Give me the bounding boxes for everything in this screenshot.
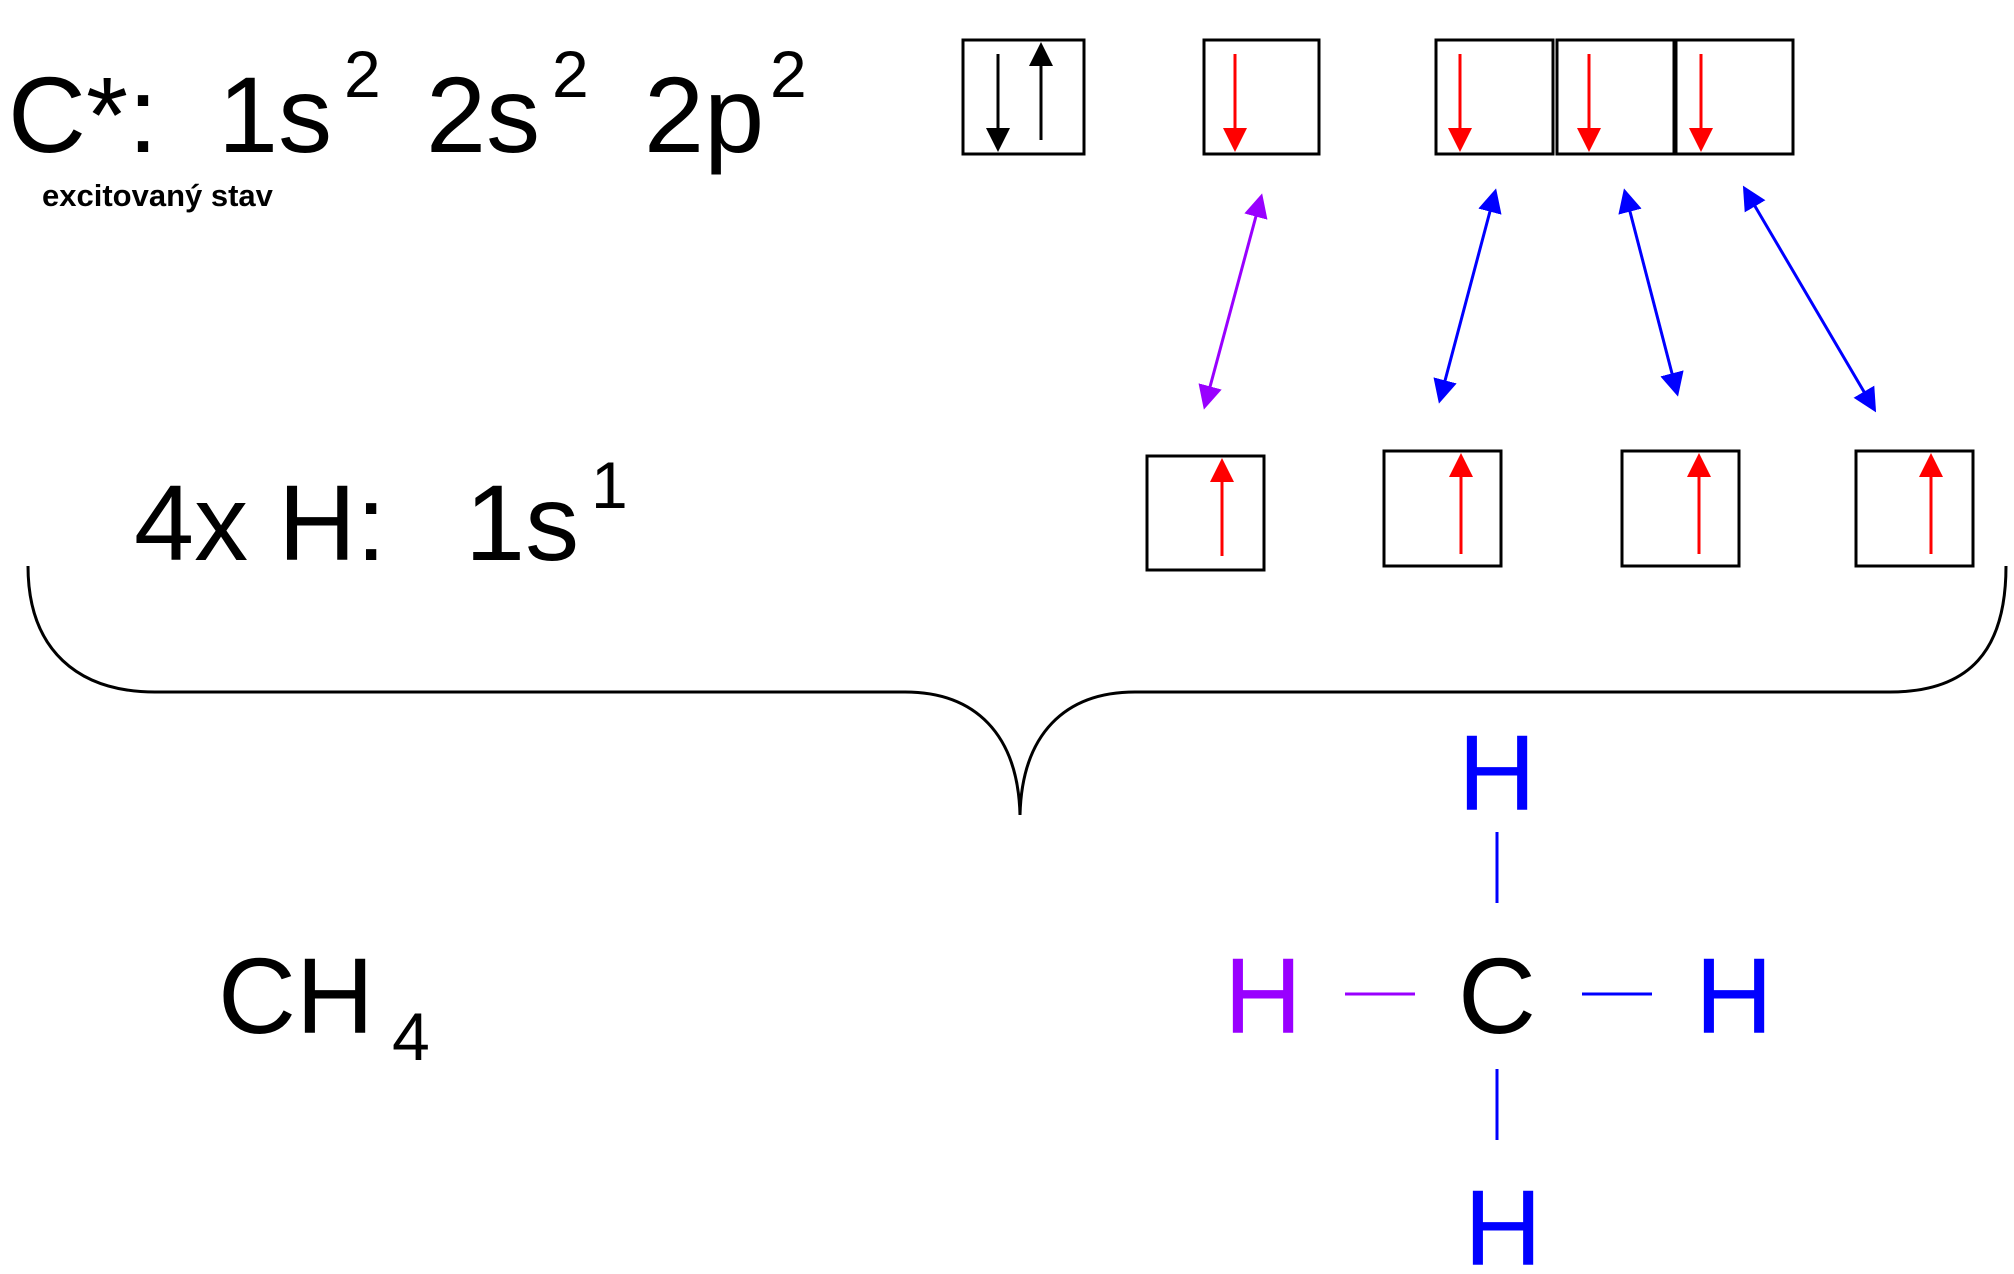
top-hydrogen: H [1458,712,1536,833]
hydrogen-box-2 [1382,449,1503,568]
orbital-box-2s [1202,38,1321,156]
orbital-2p-exponent: 2 [770,37,807,111]
orbital-box-2p-z [1674,38,1795,156]
carbon-orbital-boxes [961,38,1795,156]
orbital-1s: 1s [218,54,332,175]
orbital-2s: 2s [426,54,540,175]
hydrogen-orbital-exponent: 1 [591,448,628,522]
hydrogen-box-4 [1854,449,1975,568]
orbital-box-1s [961,38,1086,156]
p-overlap-arrow [1433,188,1502,404]
orbital-overlap-arrows [1198,185,1877,413]
molecular-formula: CH 4 [218,935,430,1075]
orbital-2p: 2p [644,54,764,175]
grouping-brace [26,565,2008,816]
orbital-box-2p-x [1434,38,1555,156]
carbon-symbol: C*: [8,54,158,175]
hydrogen-orbital-boxes [1145,449,1975,572]
orbital-2s-exponent: 2 [552,37,589,111]
p-overlap-arrow [1742,185,1877,413]
excited-state-label: excitovaný stav [42,178,274,213]
bottom-hydrogen: H [1464,1167,1542,1274]
lewis-structure: H C H H H [1224,712,1773,1274]
hydrogen-box-1 [1145,454,1266,572]
orbital-box-2p-y [1555,38,1676,156]
s-overlap-arrow [1198,193,1268,410]
carbon-configuration: C*: 1s 2 2s 2 2p 2 excitovaný stav [8,37,807,213]
hydrogen-box-3 [1620,449,1741,568]
orbital-1s-exponent: 2 [344,37,381,111]
right-hydrogen: H [1695,935,1773,1056]
formula-base: CH [218,935,374,1056]
hydrogen-orbital: 1s [465,462,579,583]
hydrogen-configuration: 4x H: 1s 1 [134,448,628,583]
p-overlap-arrow [1618,188,1684,397]
central-carbon: C [1458,935,1536,1056]
left-hydrogen: H [1224,935,1302,1056]
formula-subscript: 4 [392,999,430,1075]
hydrogen-prefix: 4x H: [134,462,386,583]
